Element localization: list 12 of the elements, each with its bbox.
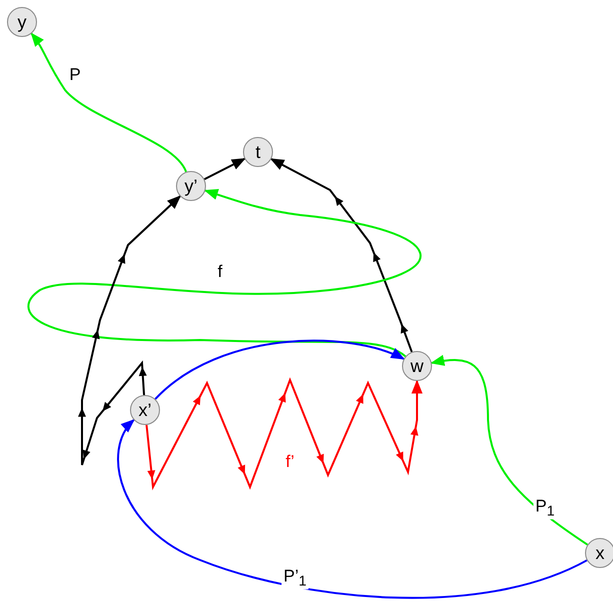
node-label: y’ [184, 177, 198, 195]
node-label: x’ [138, 401, 152, 419]
node-circle [130, 395, 160, 425]
node-circle [402, 351, 432, 381]
node-circle [176, 171, 206, 201]
node-circle [7, 7, 37, 37]
node-label: x [596, 544, 604, 562]
node-label: y [18, 13, 26, 31]
node-label: t [255, 143, 260, 161]
node-circle [243, 137, 273, 167]
node-label: w [410, 357, 424, 375]
node-circle [585, 538, 613, 568]
